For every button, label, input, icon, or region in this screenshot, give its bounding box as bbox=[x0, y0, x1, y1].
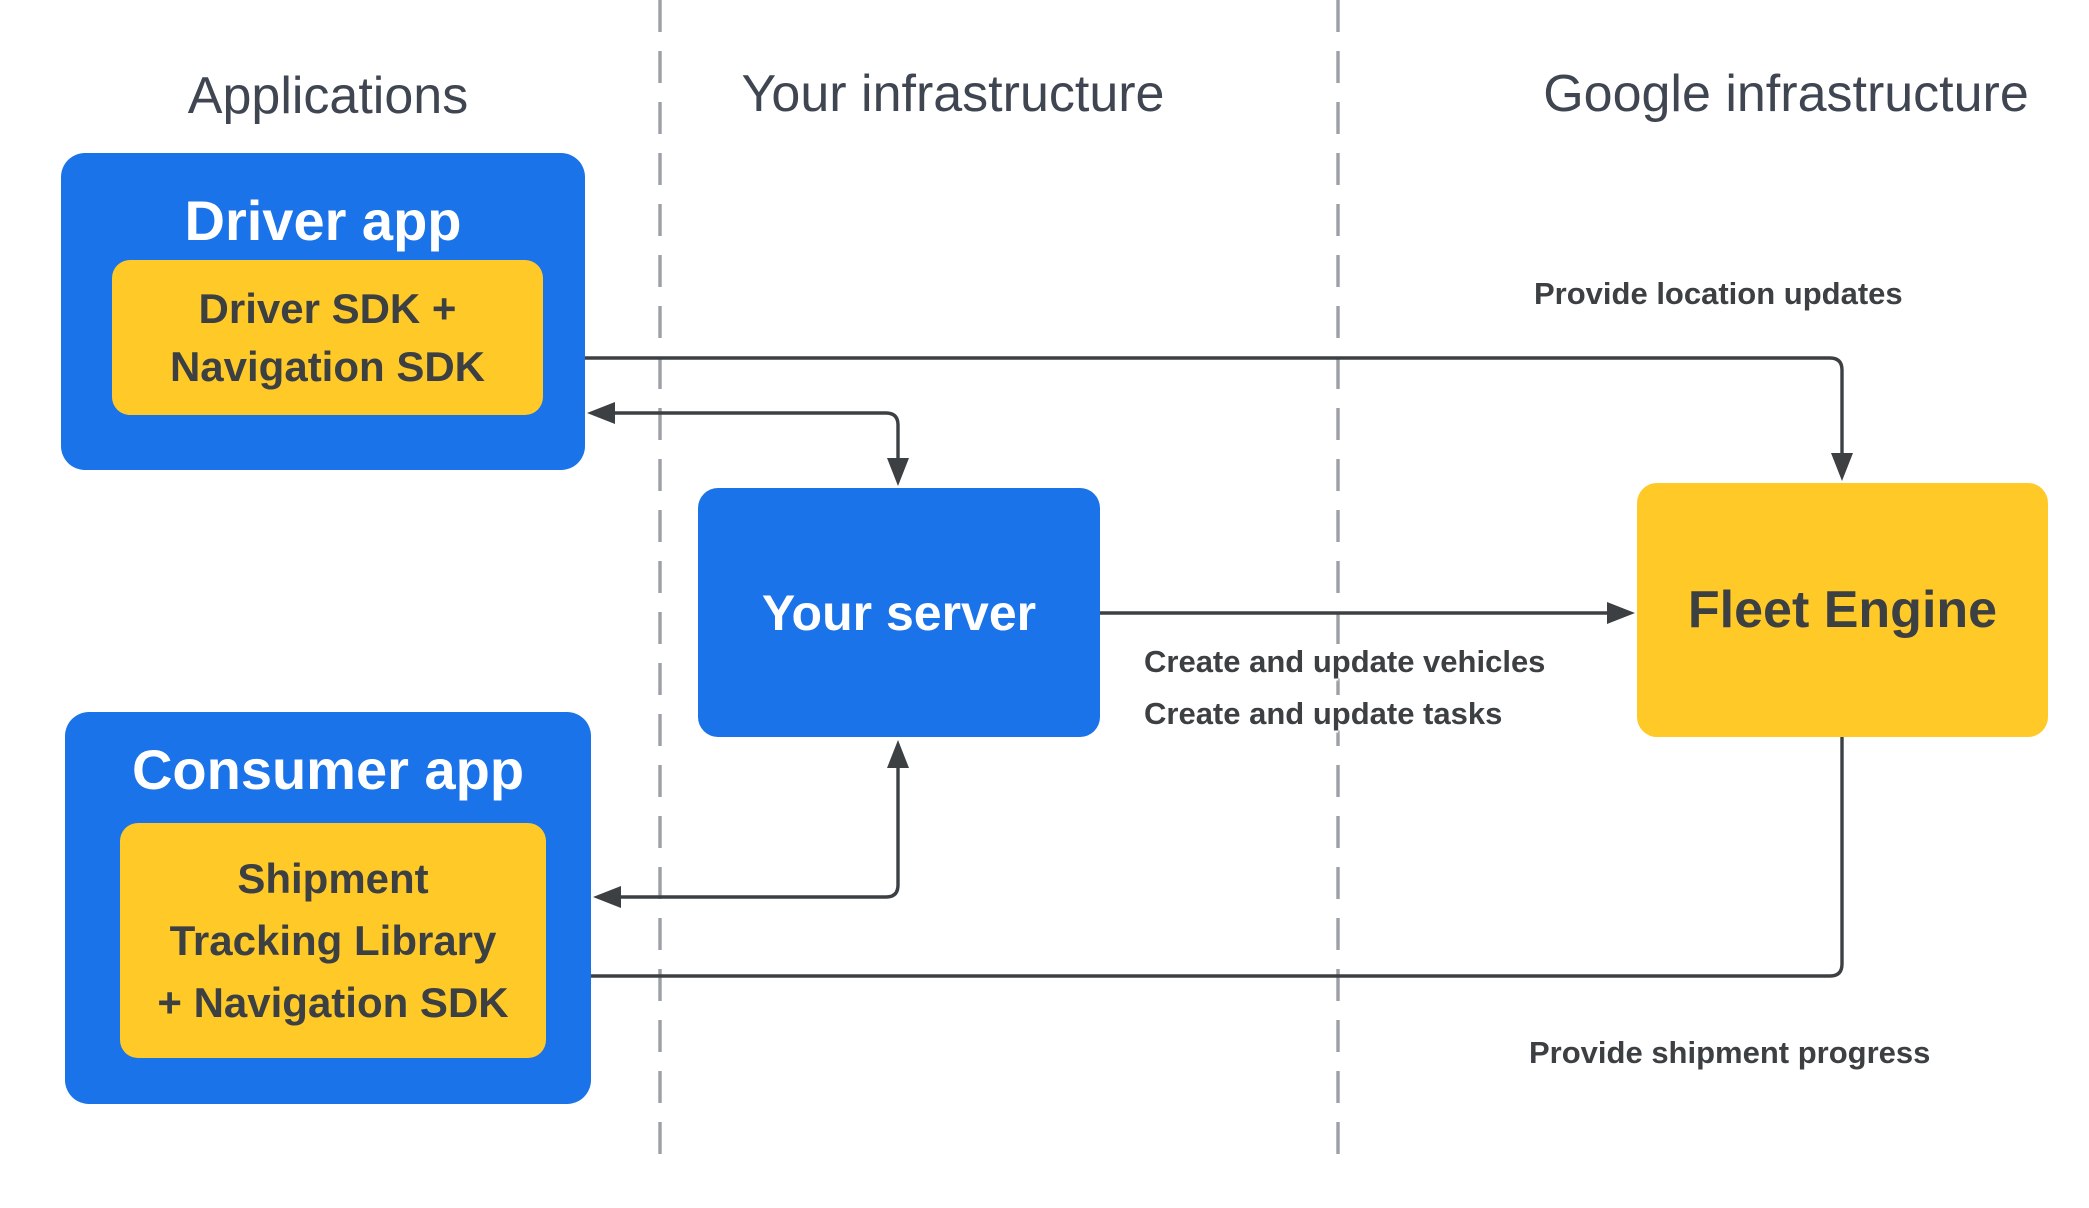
driver-app-box: Driver app Driver SDK + Navigation SDK bbox=[61, 153, 585, 470]
arrowhead-into-fleet-engine-top bbox=[1831, 453, 1853, 481]
arrowhead-into-your-server-top bbox=[887, 458, 909, 486]
tracking-library-label-line3: + Navigation SDK bbox=[157, 978, 509, 1026]
driver-sdk-box: Driver SDK + Navigation SDK bbox=[112, 260, 543, 415]
driver-sdk-label-line1: Driver SDK + bbox=[198, 284, 457, 332]
driver-sdk-label-line2: Navigation SDK bbox=[169, 342, 486, 390]
consumer-app-title: Consumer app bbox=[131, 738, 525, 801]
label-provide-shipment-progress: Provide shipment progress bbox=[1529, 1035, 1931, 1070]
arrowhead-into-driver-app bbox=[587, 402, 615, 424]
consumer-app-box: Consumer app Shipment Tracking Library +… bbox=[65, 712, 591, 1104]
label-create-update-tasks: Create and update tasks bbox=[1144, 696, 1503, 731]
fleet-engine-title: Fleet Engine bbox=[1687, 581, 1998, 639]
arrow-driver-app-your-server bbox=[615, 411, 900, 458]
arrowhead-into-fleet-engine-left bbox=[1607, 602, 1635, 624]
arrowhead-into-consumer-app bbox=[593, 886, 621, 908]
tracking-library-label-line1: Shipment bbox=[237, 854, 429, 902]
arrow-consumer-app-your-server bbox=[621, 768, 900, 899]
driver-app-title: Driver app bbox=[184, 189, 462, 252]
tracking-library-label-line2: Tracking Library bbox=[169, 916, 497, 964]
your-server-title: Your server bbox=[761, 584, 1037, 641]
column-header-your-infrastructure: Your infrastructure bbox=[741, 65, 1165, 123]
column-header-applications: Applications bbox=[187, 67, 469, 125]
fleet-engine-box: Fleet Engine bbox=[1637, 483, 2048, 737]
your-server-box: Your server bbox=[698, 488, 1100, 737]
arrow-driver-sdk-fleet-engine bbox=[573, 356, 1844, 453]
label-provide-location-updates: Provide location updates bbox=[1534, 276, 1903, 311]
arrow-fleet-engine-tracking-library bbox=[576, 737, 1844, 978]
shipment-tracking-library-box: Shipment Tracking Library + Navigation S… bbox=[120, 823, 546, 1058]
arrowhead-into-your-server-bottom bbox=[887, 740, 909, 768]
label-create-update-vehicles: Create and update vehicles bbox=[1144, 644, 1546, 679]
column-header-google-infrastructure: Google infrastructure bbox=[1543, 65, 2029, 123]
